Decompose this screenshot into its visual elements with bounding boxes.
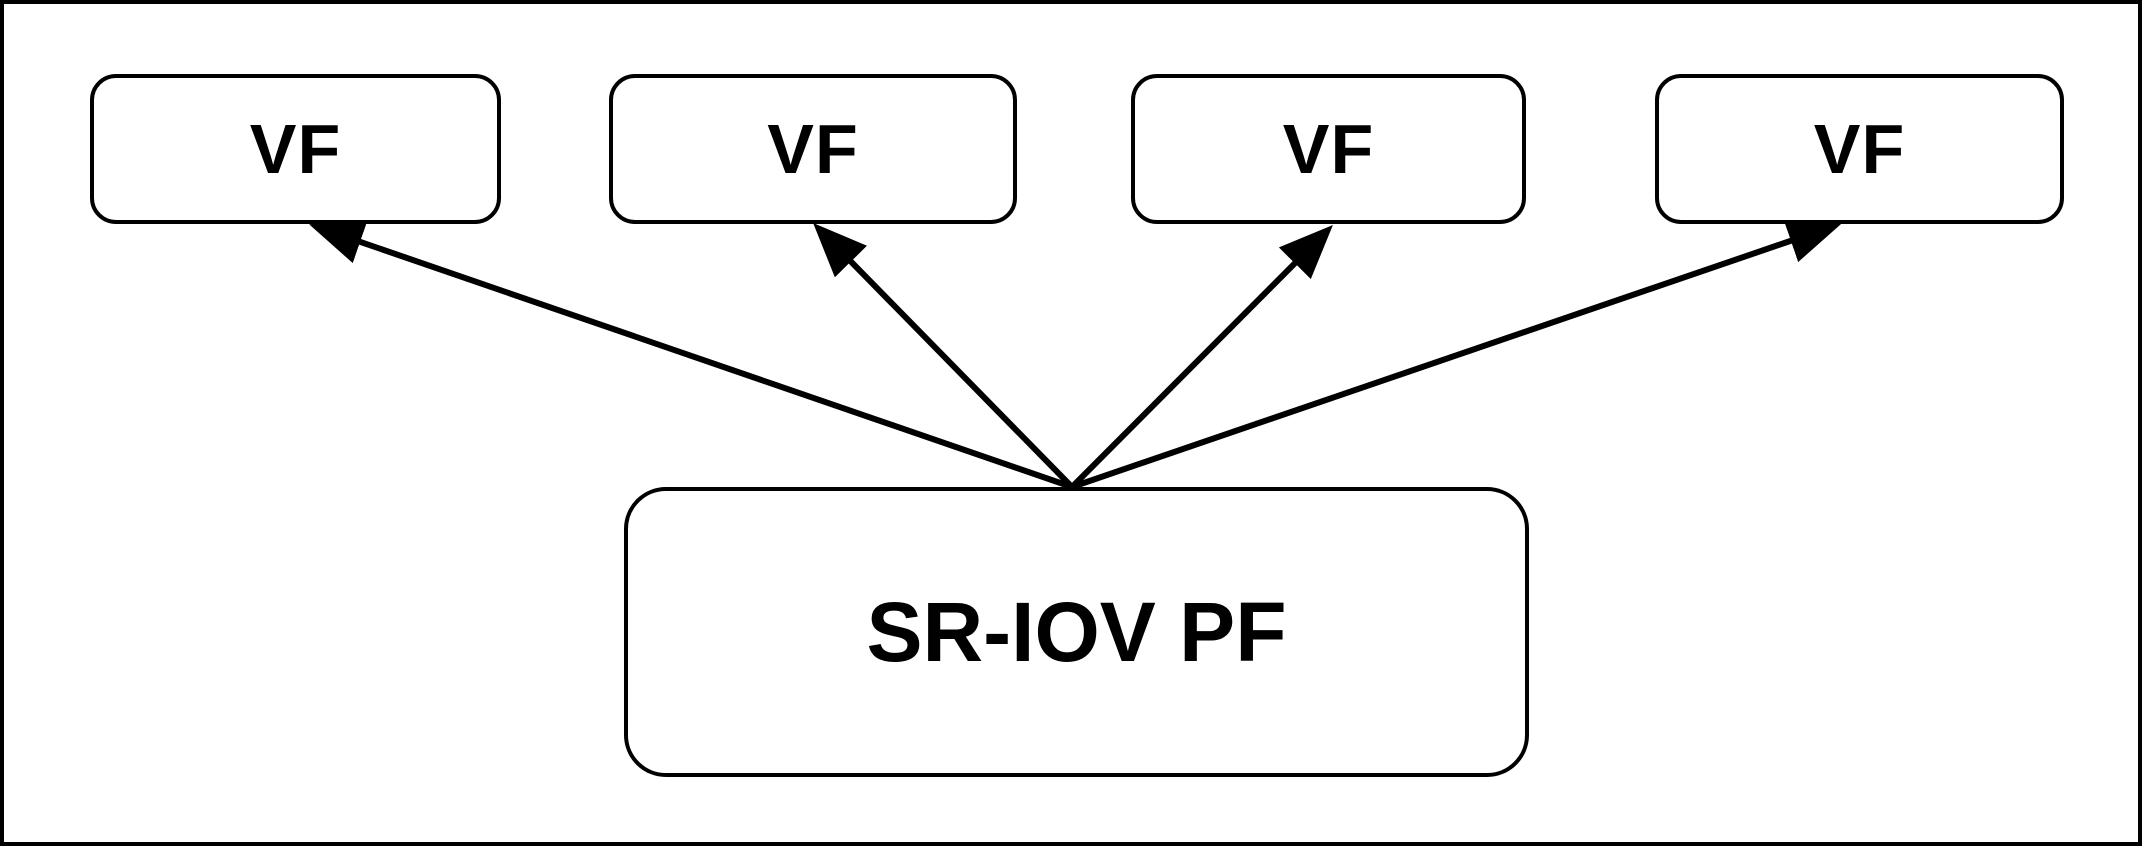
edge-pf-to-vf2 — [813, 223, 1075, 490]
node-sriov-pf-label: SR-IOV PF — [866, 584, 1287, 679]
node-vf-2: VF — [609, 74, 1017, 224]
node-vf-1-label: VF — [249, 110, 342, 188]
node-vf-3-label: VF — [1282, 110, 1375, 188]
edges-layer — [309, 219, 1842, 490]
edge-pf-to-vf4 — [1071, 219, 1842, 490]
node-vf-1: VF — [90, 74, 501, 224]
node-vf-4-label: VF — [1813, 110, 1906, 188]
edge-pf-to-vf3 — [1069, 225, 1333, 490]
node-vf-4: VF — [1655, 74, 2064, 224]
edge-pf-to-vf1 — [309, 220, 1073, 490]
node-sriov-pf: SR-IOV PF — [624, 487, 1529, 777]
node-vf-3: VF — [1131, 74, 1526, 224]
node-vf-2-label: VF — [767, 110, 859, 188]
